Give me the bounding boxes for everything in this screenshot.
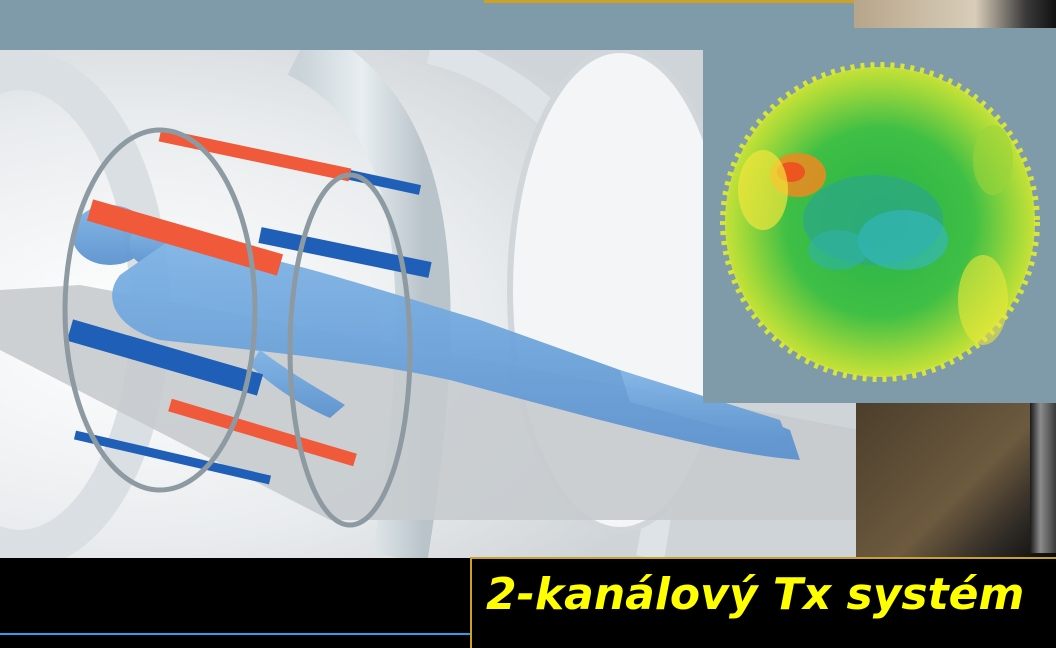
caption-box: 2-kanálový Tx systém — [470, 557, 1056, 648]
bottom-accent-line — [0, 633, 472, 635]
top-right-photo-fragment — [854, 0, 1056, 28]
field-heatmap — [703, 40, 1056, 403]
background-photo-fragment — [856, 403, 1056, 558]
top-gold-border — [484, 0, 856, 3]
background-photo-edge — [1030, 403, 1056, 553]
field-heatmap-panel — [703, 40, 1056, 403]
caption-text: 2-kanálový Tx systém — [486, 569, 1024, 620]
